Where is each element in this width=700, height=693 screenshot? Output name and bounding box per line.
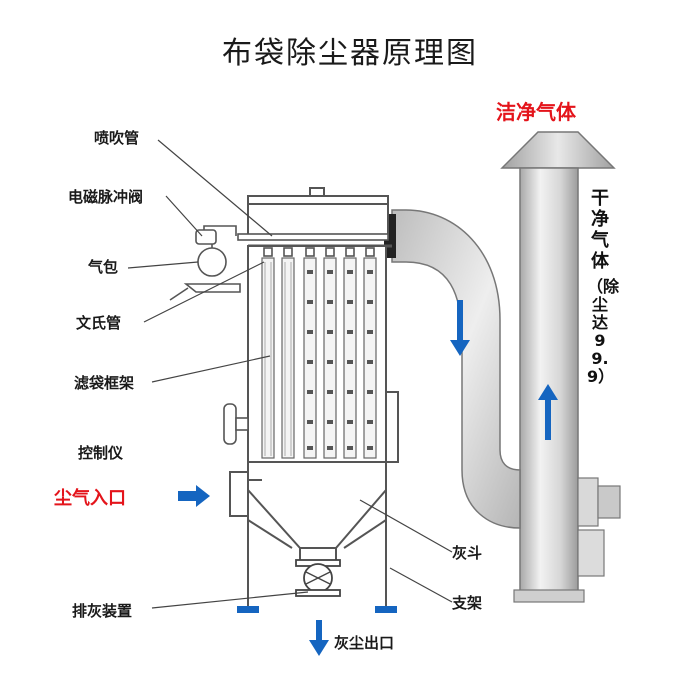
leg-foot-left [237, 606, 259, 613]
efficiency-note: （除尘达99.9） [587, 277, 620, 386]
dust-pattern [307, 270, 373, 450]
bag-stripes [264, 262, 292, 456]
label-discharge-device: 排灰装置 [72, 602, 133, 620]
label-venturi: 文氏管 [76, 314, 122, 332]
inlet-arrow [178, 485, 210, 507]
label-dry-clean-gas-vertical: 干净气体 （除尘达99.9） [587, 188, 620, 386]
controller-box [223, 403, 249, 445]
label-controller: 控制仪 [78, 444, 124, 462]
blow-pipe [237, 233, 389, 257]
label-pulse-valve: 电磁脉冲阀 [68, 188, 144, 206]
chimney-up-arrow [538, 384, 558, 440]
chimney [500, 131, 621, 603]
label-ash-hopper: 灰斗 [452, 544, 483, 562]
label-dust-outlet: 灰尘出口 [334, 634, 395, 652]
diagram-title: 布袋除尘器原理图 [222, 36, 478, 71]
rotary-valve [295, 559, 341, 597]
outlet-down-arrow [309, 620, 329, 656]
leader-lines [127, 139, 453, 609]
pulse-valve-assembly [169, 225, 241, 301]
duct-down-arrow [450, 300, 470, 356]
leg-foot-right [375, 606, 397, 613]
label-air-bag: 气包 [88, 258, 119, 276]
label-clean-gas: 洁净气体 [496, 100, 576, 124]
label-nozzle-pipe: 喷吹管 [94, 129, 140, 147]
label-support: 支架 [452, 594, 483, 612]
flow-arrows [178, 300, 558, 656]
dry-clean-gas-text: 干净气体 [591, 188, 609, 272]
label-dust-inlet: 尘气入口 [54, 488, 126, 509]
label-bag-cage: 滤袋框架 [74, 374, 135, 392]
outlet-duct [384, 209, 521, 529]
